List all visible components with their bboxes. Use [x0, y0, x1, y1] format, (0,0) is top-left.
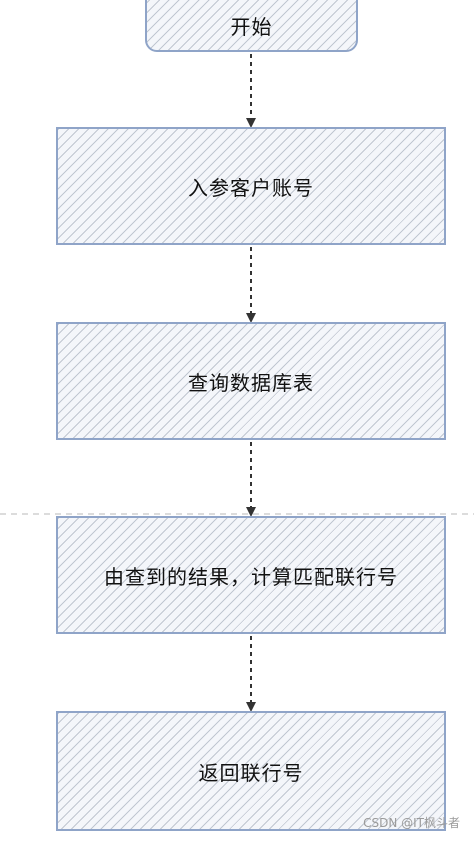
step-node-compute-match: 由查到的结果，计算匹配联行号: [56, 516, 446, 634]
step-node-label: 入参客户账号: [188, 175, 314, 200]
step-node-query-database: 查询数据库表: [56, 322, 446, 440]
step-node-label: 由查到的结果，计算匹配联行号: [104, 564, 398, 589]
step-node-input-account: 入参客户账号: [56, 127, 446, 245]
step-node-return-result: 返回联行号: [56, 711, 446, 831]
start-node-label: 开始: [230, 14, 273, 39]
watermark: CSDN @IT枫斗者: [363, 816, 460, 830]
start-node: 开始: [145, 0, 358, 52]
step-node-label: 返回联行号: [198, 760, 304, 785]
step-node-label: 查询数据库表: [188, 370, 314, 395]
